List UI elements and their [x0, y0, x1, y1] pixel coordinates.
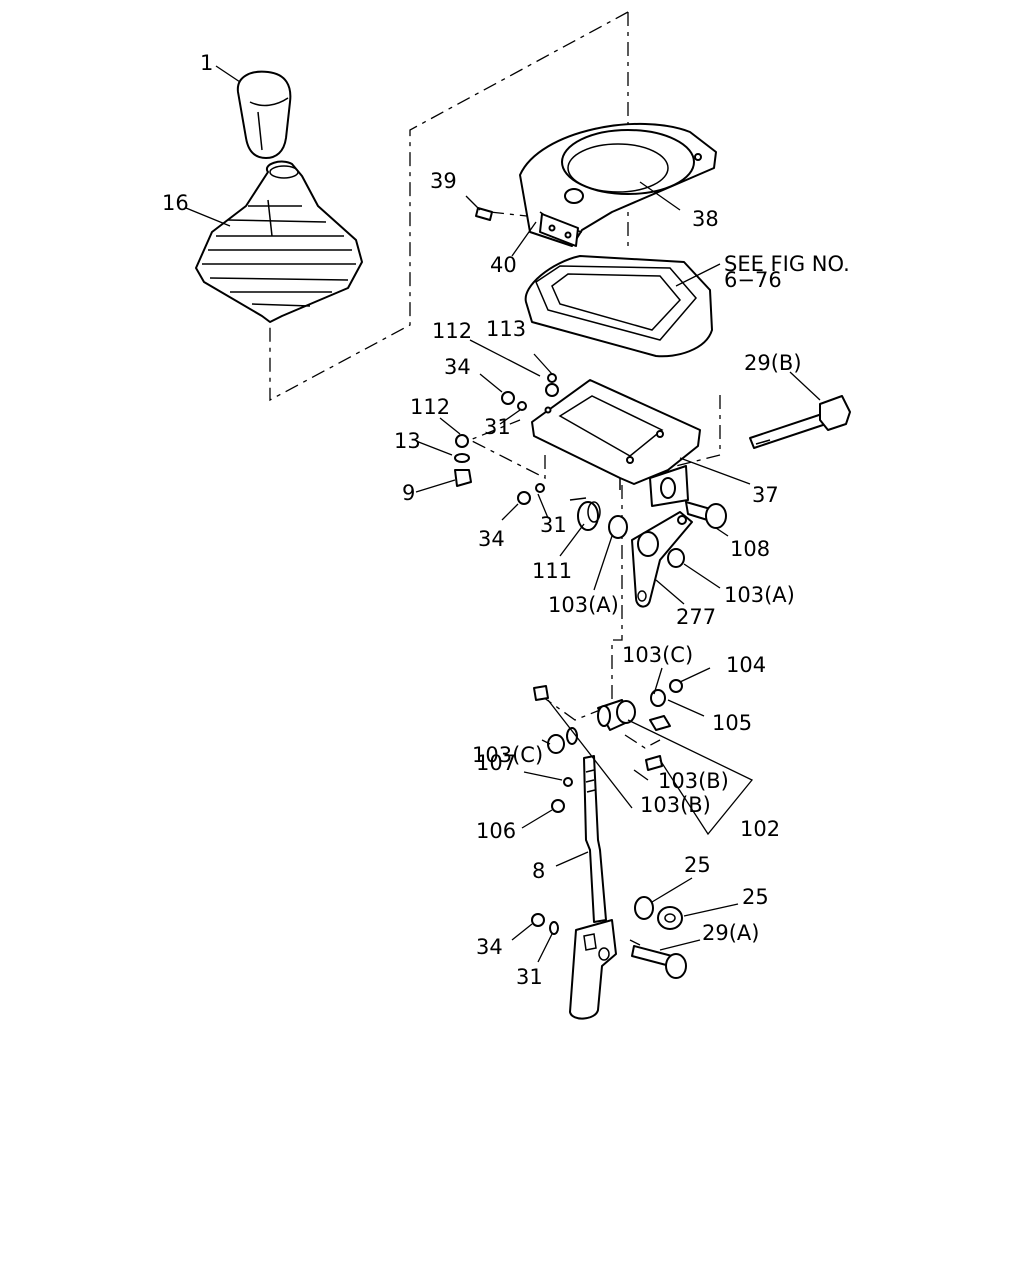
washer-icon [563, 777, 573, 787]
callout-label: 40 [490, 253, 517, 277]
nut-icon [455, 434, 469, 448]
callout-label: 103(B) [658, 769, 729, 793]
callout-label: 9 [402, 481, 415, 505]
long-bolt-icon [749, 395, 851, 449]
callout-label: 8 [532, 859, 545, 883]
washer-icon [535, 483, 545, 493]
washer-icon [547, 373, 557, 383]
nut-icon [501, 391, 515, 405]
callout-label: 106 [476, 819, 516, 843]
callout-label: 277 [676, 605, 716, 629]
spring-icon [569, 497, 601, 531]
pin-icon [533, 685, 549, 701]
callout-label: 105 [712, 711, 752, 735]
shift-rod-icon [569, 755, 617, 1020]
callout-label: 103(A) [548, 593, 619, 617]
washer-icon [517, 401, 527, 411]
callout-label: 104 [726, 653, 766, 677]
callout-labels: 1 16 39 38 40 112 113 34 29(B) 112 31 13… [162, 51, 802, 989]
ring-icon [547, 734, 565, 754]
callout-label: 38 [692, 207, 719, 231]
screw-icon [475, 207, 493, 221]
callout-label: 102 [740, 817, 780, 841]
shift-cover-icon [519, 122, 717, 247]
bushing-icon [608, 515, 685, 568]
callout-label: 103(C) [472, 743, 543, 767]
shift-plate-icon [524, 255, 713, 358]
callout-label: 1 [200, 51, 213, 75]
nut-icon [545, 383, 559, 397]
callout-label: 108 [730, 537, 770, 561]
phantom-lines [269, 11, 721, 946]
lever-icon [631, 511, 693, 608]
washer-icon [454, 453, 470, 463]
gear-knob-icon [236, 70, 292, 159]
callout-label: 25 [684, 853, 711, 877]
pin-icon [645, 755, 663, 771]
callout-label: 111 [532, 559, 572, 583]
washer-icon [669, 679, 683, 693]
callout-label: 31 [516, 965, 543, 989]
washer-icon [549, 921, 559, 935]
shaft-assembly-icon [533, 679, 683, 813]
callout-label: 31 [484, 415, 511, 439]
callout-label: 107 [476, 751, 516, 775]
callout-label: 16 [162, 191, 189, 215]
ring-icon [650, 689, 666, 707]
callout-label: 34 [444, 355, 471, 379]
washer-icon [657, 906, 683, 930]
callout-label: 112 [432, 319, 472, 343]
callout-label: 112 [410, 395, 450, 419]
callout-label: 29(B) [744, 351, 802, 375]
leader-lines [185, 65, 821, 963]
callout-label: 25 [742, 885, 769, 909]
callout-label: 37 [752, 483, 779, 507]
callout-label: 39 [430, 169, 457, 193]
callout-label: 29(A) [702, 921, 759, 945]
callout-label: 34 [476, 935, 503, 959]
callout-label: 13 [394, 429, 421, 453]
callout-label: 103(A) [724, 583, 795, 607]
base-bracket-icon [531, 379, 701, 507]
callout-label: 113 [486, 317, 526, 341]
shift-boot-icon [195, 160, 363, 323]
cover-bracket-icon [539, 213, 579, 247]
ring-icon [566, 727, 578, 745]
nut-icon [517, 491, 531, 505]
hardware-lower [531, 896, 687, 979]
bolt-head-icon [454, 469, 472, 487]
nut-icon [551, 799, 565, 813]
clip-icon [649, 715, 671, 731]
nut-icon [531, 913, 545, 927]
callout-label: 34 [478, 527, 505, 551]
pin-icon [685, 501, 727, 529]
washer-icon [634, 896, 654, 920]
callout-label: 103(B) [640, 793, 711, 817]
callout-label: 103(C) [622, 643, 693, 667]
reference-note-line1: SEE FIG NO. [724, 252, 850, 276]
reference-note-line2: 6−76 [724, 268, 782, 292]
callout-label: 31 [540, 513, 567, 537]
